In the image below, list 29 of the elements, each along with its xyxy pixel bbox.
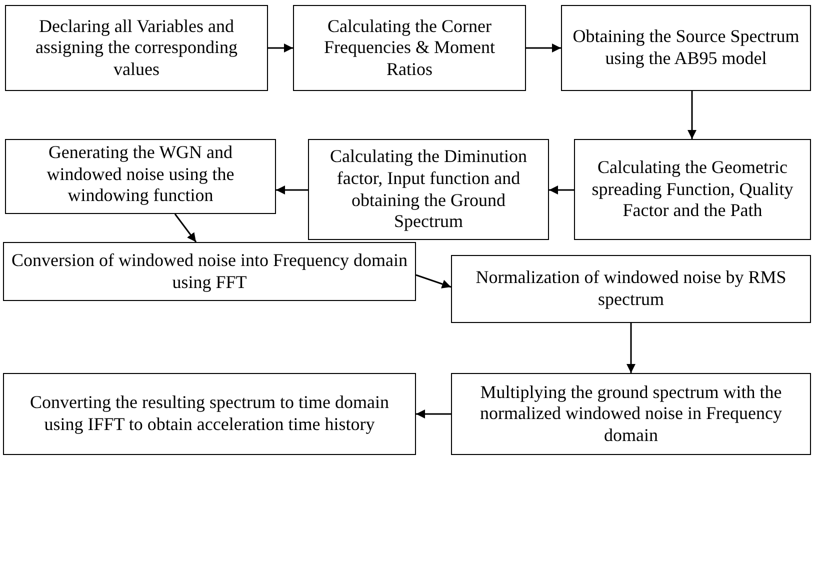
process-box: [3, 242, 416, 301]
arrow: [526, 44, 561, 52]
process-box: [293, 5, 526, 91]
step-text: Calculating the Geometric spreading Function, Quality Factor and the Path: [590, 157, 794, 222]
step-text: Conversion of windowed noise into Frequency domain using FFT: [10, 250, 408, 294]
arrow: [276, 186, 308, 194]
step-text: Converting the resulting spectrum to time domain using IFFT to obtain acceleration time history: [29, 392, 390, 436]
arrow: [174, 214, 197, 242]
step-text: Multiplying the ground spectrum with the normalized windowed noise in Frequency domain: [479, 382, 783, 446]
arrow: [626, 323, 636, 373]
arrow: [268, 44, 293, 52]
step-text: Obtaining the Source Spectrum using the AB95 model: [572, 26, 800, 70]
process-box: [574, 139, 811, 240]
process-box: [308, 139, 549, 240]
arrow: [416, 410, 451, 418]
process-box: [451, 373, 811, 455]
process-box: [561, 5, 811, 91]
arrow: [416, 274, 452, 288]
step-text: Generating the WGN and windowed noise using the windowing function: [46, 142, 236, 207]
step-text: Normalization of windowed noise by RMS spectrum: [474, 267, 788, 311]
process-box: [3, 373, 416, 455]
process-box: [5, 139, 276, 214]
step-text: Declaring all Variables and assigning the corresponding values: [34, 16, 238, 80]
process-box: [451, 255, 811, 323]
step-text: Calculating the Corner Frequencies & Moment Ratios: [323, 16, 496, 80]
process-box: [5, 5, 268, 91]
arrow: [688, 91, 696, 139]
step-text: Calculating the Diminution factor, Input function and obtaining the Ground Spectrum: [329, 146, 528, 233]
arrow: [549, 186, 574, 194]
